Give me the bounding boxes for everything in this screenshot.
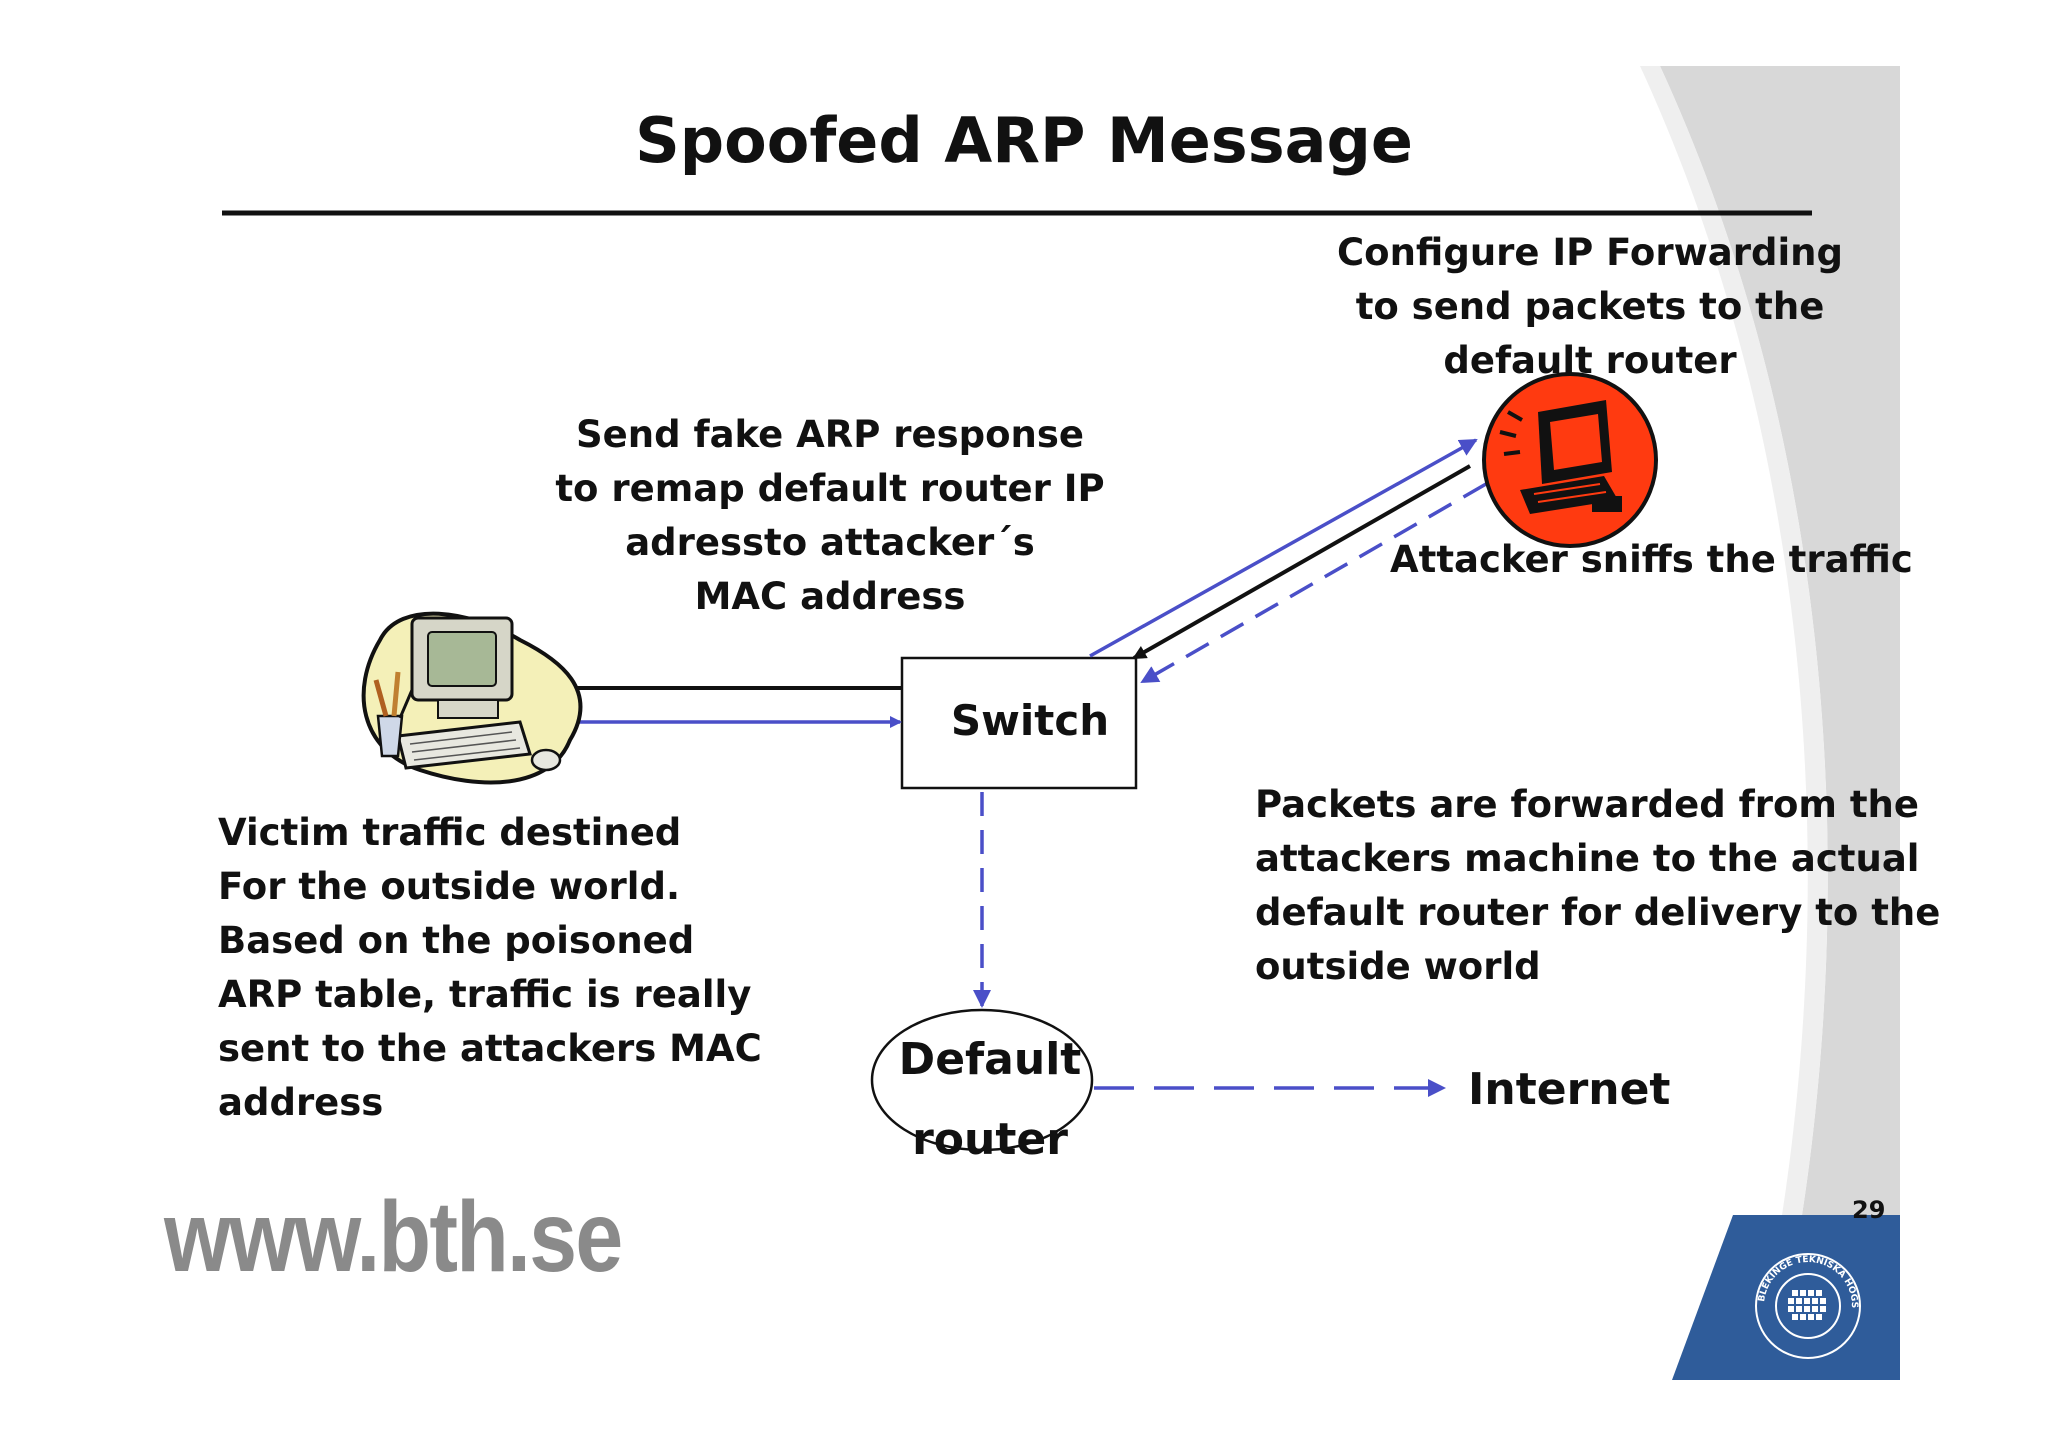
arrow-attacker-to-switch: [1132, 464, 1471, 660]
victim-traffic-label: Victim traffic destined For the outside …: [218, 811, 762, 1124]
send-fake-arp-label: Send fake ARP response to remap default …: [555, 413, 1105, 618]
arrow-attacker-forward-dashed: [1140, 482, 1487, 684]
gray-swoosh: [1660, 66, 1900, 1380]
victim-computer-icon: [361, 611, 583, 785]
default-router-label: Default router: [898, 1034, 1082, 1165]
packets-forwarded-label: Packets are forwarded from the attackers…: [1255, 783, 1941, 988]
website-url: www.bth.se: [164, 1181, 623, 1293]
attacker-computer-icon: [1482, 372, 1658, 548]
page-number: 29: [1852, 1196, 1886, 1224]
attacker-sniffs-label: Attacker sniffs the traffic: [1390, 538, 1913, 581]
slide-title: Spoofed ARP Message: [635, 104, 1413, 177]
arrow-switch-to-attacker: [1089, 438, 1478, 658]
configure-forwarding-label: Configure IP Forwarding to send packets …: [1337, 231, 1843, 382]
blue-corner: [1672, 1215, 1900, 1380]
default-router-ellipse: [870, 1008, 1094, 1152]
switch-box: [900, 656, 1138, 790]
bth-university-seal-icon: BLEKINGE TEKNISKA HÖGSKOLA · BTH: [1748, 1246, 1861, 1359]
switch-label: Switch: [950, 696, 1110, 745]
internet-label: Internet: [1468, 1064, 1671, 1115]
